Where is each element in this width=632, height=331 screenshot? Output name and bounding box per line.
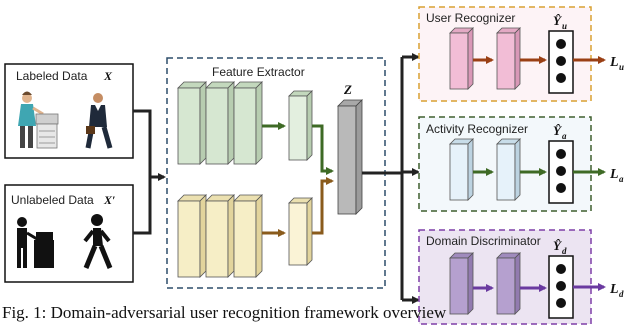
labeled-data-title: Labeled Data (16, 69, 88, 83)
input-connectors (133, 109, 166, 235)
user-recognizer-title: User Recognizer (426, 11, 515, 25)
unlabeled-conv-stack (177, 194, 263, 278)
domain-loss-symbol: L (609, 282, 619, 297)
user-loss-subscript: u (619, 62, 624, 72)
branch-connectors (362, 53, 420, 304)
feature-extractor-title: Feature Extractor (212, 65, 305, 79)
user-output-subscript: u (562, 21, 567, 31)
domain-output-symbol: Ŷ (553, 238, 562, 253)
domain-loss-subscript: d (619, 289, 624, 299)
unlabeled-data-title: Unlabeled Data (11, 193, 94, 207)
person-printing-silhouette-icon (17, 217, 54, 268)
labeled-fc-block (288, 90, 313, 161)
labeled-conv-stack (177, 81, 263, 165)
person-walking-silhouette-icon (83, 214, 113, 269)
activity-output-symbol: Ŷ (553, 123, 562, 138)
domain-output-subscript: d (562, 246, 567, 256)
domain-output-node-column (548, 255, 574, 319)
user-recognizer-box: User Recognizer Ŷ u L u (418, 6, 624, 102)
user-output-node-column (548, 30, 574, 94)
labeled-data-box: Labeled Data X (4, 63, 134, 159)
unlabeled-to-z-arrow (312, 177, 334, 235)
labeled-to-z-arrow (312, 124, 334, 175)
businessman-walking-icon (85, 93, 113, 149)
user-fc-block-1 (449, 32, 469, 90)
activity-loss-symbol: L (609, 167, 619, 182)
domain-discriminator-title: Domain Discriminator (426, 234, 541, 248)
activity-loss-subscript: a (619, 174, 624, 184)
unlabeled-data-symbol: X′ (103, 193, 115, 207)
feature-extractor-box: Feature Extractor (166, 57, 386, 289)
domain-discriminator-box: Domain Discriminator Ŷ d L d (418, 229, 624, 325)
latent-z-block (337, 99, 363, 215)
figure-caption: Fig. 1: Domain-adversarial user recognit… (2, 303, 447, 322)
activity-output-node-column (548, 140, 574, 204)
unlabeled-data-box: Unlabeled Data X′ (4, 184, 134, 283)
activity-recognizer-title: Activity Recognizer (426, 122, 528, 136)
activity-output-subscript: a (562, 131, 567, 141)
person-printing-icon (18, 91, 59, 149)
activity-recognizer-box: Activity Recognizer Ŷ a L a (418, 116, 624, 212)
labeled-data-symbol: X (103, 69, 113, 83)
unlabeled-fc-block (288, 197, 313, 266)
activity-fc-block-1 (449, 143, 469, 201)
activity-fc-block-2 (496, 143, 516, 201)
latent-z-label: Z (343, 82, 352, 97)
user-loss-symbol: L (609, 55, 619, 70)
user-fc-block-2 (496, 32, 516, 90)
user-output-symbol: Ŷ (553, 13, 562, 28)
